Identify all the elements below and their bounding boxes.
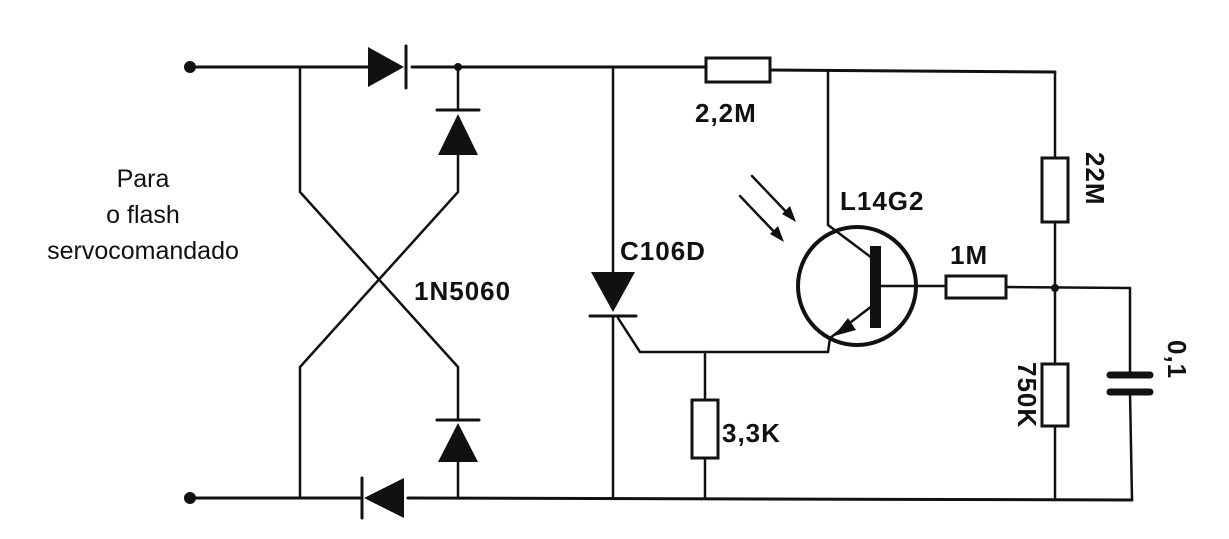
label-22m: 22M — [1080, 152, 1110, 206]
label-c106d: C106D — [620, 236, 706, 266]
top-rail — [188, 65, 1057, 74]
scr-c106d — [588, 65, 830, 500]
light-arrows-icon — [738, 174, 796, 242]
resistor-1m — [944, 274, 1008, 300]
label-1m: 1M — [950, 240, 988, 270]
label-0-1: 0,1 — [1162, 340, 1192, 379]
capacitor-0-1 — [1106, 286, 1154, 502]
phototransistor-l14g2 — [796, 69, 948, 354]
bottom-rail — [188, 496, 1134, 502]
diode-bottom-left — [360, 476, 404, 520]
resistor-3-3k — [690, 350, 720, 500]
diode-top-left — [368, 44, 408, 90]
input-label-line1: Para — [117, 165, 170, 193]
diode-top-right — [435, 108, 481, 155]
diode-bottom-right — [435, 418, 481, 462]
label-2-2m: 2,2M — [695, 98, 757, 128]
input-label-line2: o flash — [106, 201, 180, 229]
resistor-2-2m — [704, 56, 772, 84]
input-label-line3: servocomandado — [47, 237, 239, 265]
label-l14g2: L14G2 — [840, 186, 925, 216]
label-1n5060: 1N5060 — [414, 276, 511, 306]
label-750k: 750K — [1012, 362, 1042, 428]
bridge-wiring — [298, 63, 462, 500]
resistor-750k — [1040, 286, 1070, 502]
resistor-22m — [1040, 70, 1070, 290]
label-3-3k: 3,3K — [722, 418, 781, 448]
